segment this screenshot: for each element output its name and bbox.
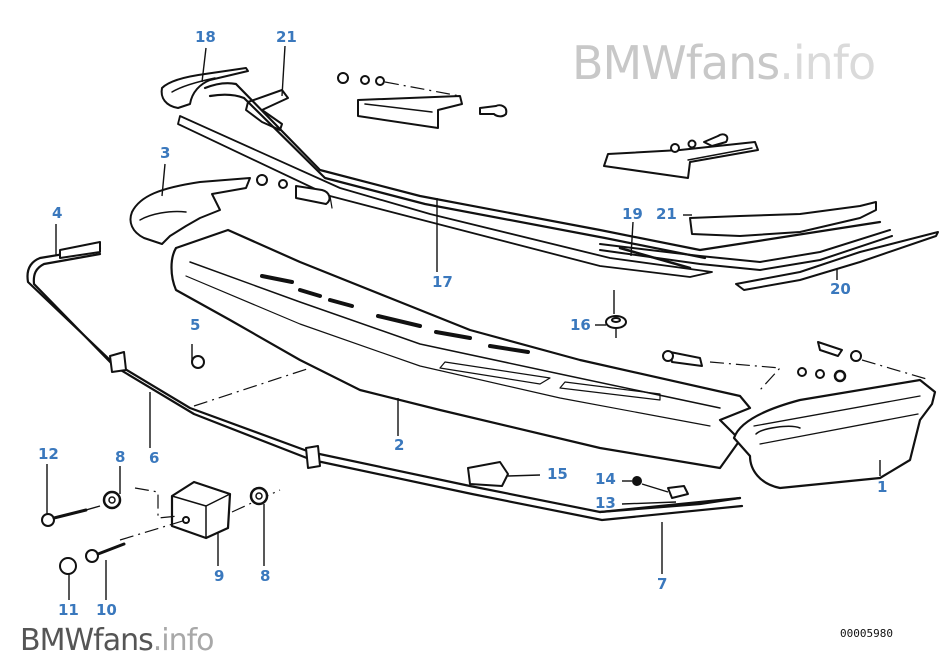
- callout-1: 1: [877, 478, 888, 496]
- callout-5: 5: [190, 316, 201, 334]
- part-5-nut: [191, 344, 205, 369]
- part-19-trim-strip: [599, 229, 893, 271]
- part-9-mounting-block: [119, 480, 281, 541]
- callout-9: 9: [214, 567, 225, 585]
- part-21-trim-right: [689, 201, 877, 237]
- callout-3: 3: [160, 144, 171, 162]
- part-1-bumper-end-right: [662, 341, 937, 490]
- callout-20: 20: [830, 280, 851, 298]
- part-15-buffer: [467, 461, 541, 487]
- part-10-screw: [85, 542, 126, 563]
- callout-4: 4: [52, 204, 63, 222]
- callout-6: 6: [149, 449, 160, 467]
- callout-15: 15: [547, 465, 568, 483]
- part-3-end-cap-left: [129, 174, 331, 245]
- mounting-bracket-right: [603, 133, 759, 179]
- catalog-number: 00005980: [840, 627, 893, 640]
- callout-7: 7: [657, 575, 668, 593]
- part-11-cap: [59, 557, 77, 575]
- watermark-suffix: .info: [779, 36, 876, 90]
- callout-21-right: 21: [656, 205, 677, 223]
- callout-21: 21: [276, 28, 297, 46]
- callout-2: 2: [394, 436, 405, 454]
- mounting-bracket-center: [337, 72, 508, 129]
- watermark-logo-bottom: BMWfans.info: [20, 623, 215, 658]
- watermark-brand: BMWfans: [572, 36, 780, 90]
- callout-18: 18: [195, 28, 216, 46]
- callout-10: 10: [96, 601, 117, 619]
- callout-16: 16: [570, 316, 591, 334]
- part-12-screw: [41, 505, 101, 527]
- callout-14: 14: [595, 470, 616, 488]
- part-8-clip-nut-right: [249, 486, 269, 506]
- part-7-trim-strip-right: [598, 496, 742, 514]
- callout-13: 13: [595, 494, 616, 512]
- part-21-bracket-upper: [245, 89, 289, 131]
- callout-12: 12: [38, 445, 59, 463]
- part-2-bumper-carrier: [170, 228, 752, 470]
- callout-19: 19: [622, 205, 643, 223]
- part-18-trim-end: [160, 67, 249, 109]
- part-8-clip-nut-left: [102, 490, 122, 510]
- part-6-lower-trim-strip: [26, 241, 744, 522]
- callout-17: 17: [432, 273, 453, 291]
- part-16-clip-nut: [605, 290, 627, 338]
- assembly-guideline: [193, 367, 311, 407]
- watermark-logo-top: BMWfans.info: [572, 40, 876, 86]
- part-20-trim-end: [735, 231, 939, 291]
- callout-8-left: 8: [115, 448, 126, 466]
- parts-13-14-screw-cap: [621, 476, 689, 505]
- callout-leaders: [46, 45, 881, 600]
- callout-11: 11: [58, 601, 79, 619]
- watermark-brand: BMWfans: [20, 623, 154, 658]
- watermark-suffix: .info: [152, 623, 215, 658]
- callout-8-right: 8: [260, 567, 271, 585]
